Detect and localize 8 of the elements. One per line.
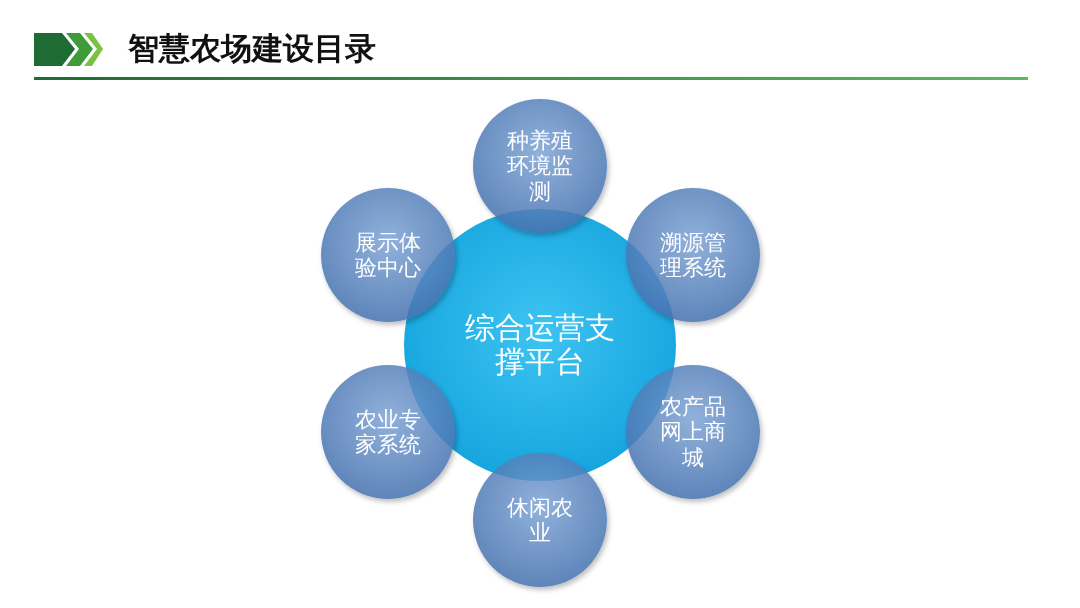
circle-label: 展示体验中心 — [355, 229, 421, 281]
circle-label: 综合运营支撑平台 — [465, 310, 615, 380]
circle-label: 休闲农业 — [507, 494, 573, 546]
circle-label: 农产品网上商城 — [660, 394, 726, 470]
page-title: 智慧农场建设目录 — [128, 29, 376, 68]
circle-label: 溯源管理系统 — [660, 229, 726, 281]
circle-label: 农业专家系统 — [355, 406, 421, 458]
circle-label: 种养殖环境监测 — [507, 128, 573, 204]
